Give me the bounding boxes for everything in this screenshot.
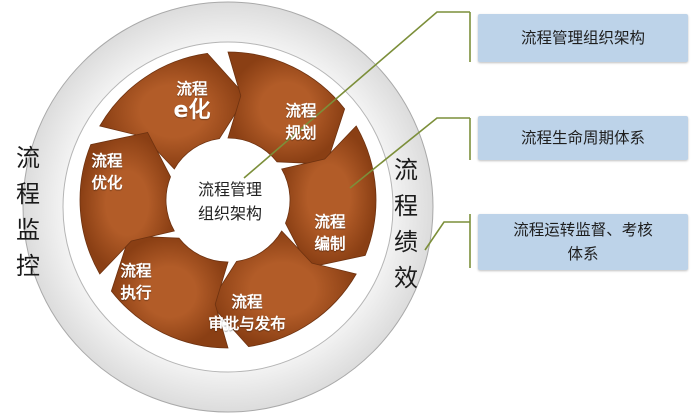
arrow-segment-approval-release	[209, 230, 357, 348]
arrow-segment-drafting	[281, 125, 377, 268]
connector-line-1	[243, 11, 470, 179]
segment-label-line: 规划	[285, 124, 317, 142]
segment-label-line: 执行	[120, 284, 152, 302]
center-circle	[170, 142, 286, 258]
outer-right-char: 效	[394, 264, 418, 292]
segment-label-line: 编制	[314, 235, 346, 253]
connector-line-3	[424, 221, 470, 251]
arrow-segment-optimization	[79, 132, 175, 275]
segment-label-execution: 流程 执行	[120, 260, 151, 304]
box-text-line: 流程运转监督、考核	[513, 221, 653, 239]
outer-right-char: 程	[394, 192, 418, 220]
segment-label-line: 流程	[120, 262, 152, 280]
outer-right-char: 流	[394, 156, 418, 184]
box-lifecycle-system: 流程生命周期体系	[478, 116, 688, 160]
segment-label-line: 流程	[285, 102, 317, 120]
outer-label-performance: 流 程 绩 效	[386, 152, 426, 296]
arrow-segment-execution	[110, 235, 229, 349]
segment-label-line: e化	[173, 98, 211, 123]
box-text-line: 流程管理组织架构	[520, 29, 645, 47]
segment-label-optimization: 流程 优化	[91, 150, 122, 194]
segment-label-drafting: 流程 编制	[314, 211, 345, 255]
center-label-line: 组织架构	[197, 204, 262, 223]
segment-label-e-process: 流程 e化	[174, 78, 211, 122]
arrow-segment-planning	[227, 51, 346, 165]
box-organization-structure: 流程管理组织架构	[478, 14, 688, 62]
arrow-segment-e-process	[99, 52, 247, 170]
outer-left-char: 控	[16, 252, 40, 280]
outer-left-char: 程	[16, 180, 40, 208]
outer-left-char: 监	[16, 216, 40, 244]
center-label: 流程管理 组织架构	[175, 178, 285, 226]
connector-line-2	[349, 117, 470, 189]
segment-label-line: 流程	[176, 80, 208, 98]
outer-label-monitoring: 流 程 监 控	[8, 140, 48, 284]
outer-right-char: 绩	[394, 228, 418, 256]
segment-label-line: 审批与发布	[208, 315, 286, 333]
segment-label-approval-release: 流程 审批与发布	[208, 291, 286, 335]
box-text-line: 流程生命周期体系	[520, 129, 645, 147]
box-supervision-assessment: 流程运转监督、考核 体系	[478, 214, 688, 270]
outer-left-char: 流	[16, 144, 40, 172]
segment-label-line: 流程	[91, 152, 123, 170]
segment-label-line: 流程	[314, 213, 346, 231]
segment-label-planning: 流程 规划	[285, 100, 316, 144]
segment-label-line: 流程	[231, 293, 263, 311]
segment-label-line: 优化	[91, 174, 123, 192]
center-label-line: 流程管理	[197, 180, 262, 199]
box-text-line: 体系	[567, 245, 599, 263]
